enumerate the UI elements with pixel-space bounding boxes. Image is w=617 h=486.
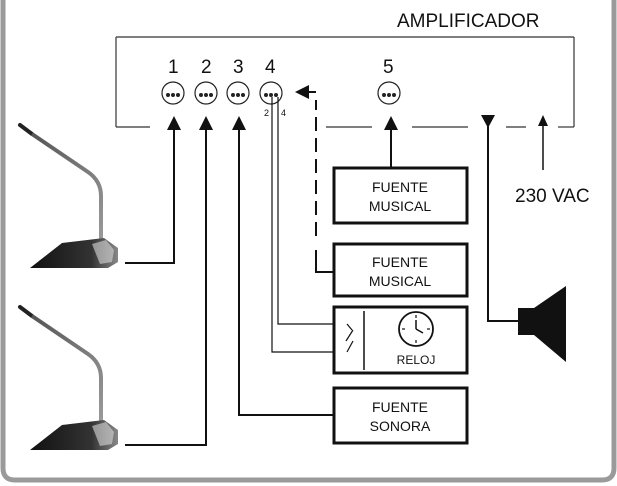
reloj-label: RELOJ (397, 353, 436, 367)
microphone-icon (18, 305, 118, 450)
wire-mic1 (125, 128, 175, 264)
box-label-line2: SONORA (370, 418, 431, 434)
amplifier-title: AMPLIFICADOR (397, 11, 540, 32)
fuente-musical-box-1: FUENTE MUSICAL (332, 166, 469, 225)
switch-icon (345, 323, 354, 353)
microphone-icon (18, 123, 118, 268)
arrow-icon (384, 116, 398, 130)
box-label-line2: MUSICAL (369, 273, 431, 289)
xlr-connector-icon (377, 81, 401, 105)
input-numbers: 1 2 3 4 5 (168, 57, 394, 78)
wire-sonora (238, 128, 334, 416)
wiring (125, 91, 544, 446)
fuente-sonora-box: FUENTE SONORA (332, 386, 469, 445)
clock-wires (271, 97, 347, 353)
wire-musical-2 (315, 250, 334, 273)
wire-speaker (487, 124, 518, 322)
arrow-icon (232, 116, 246, 130)
pin-label-4: 4 (281, 108, 286, 118)
fuente-musical-box-2: FUENTE MUSICAL (332, 242, 469, 298)
xlr-connector-icon (259, 81, 283, 105)
xlr-connector-icon (161, 81, 185, 105)
amplifier-outline (115, 36, 575, 128)
speaker-icon (518, 286, 566, 362)
xlr-connectors (161, 81, 401, 105)
input-number-2: 2 (201, 57, 212, 78)
power-label: 230 VAC (515, 186, 590, 207)
reloj-box: RELOJ (332, 305, 469, 375)
arrow-icon (167, 116, 181, 130)
arrow-icon (481, 115, 495, 128)
box-label-line1: FUENTE (372, 399, 428, 415)
input-number-4: 4 (265, 57, 276, 78)
box-label-line1: FUENTE (372, 254, 428, 270)
arrow-icon (295, 85, 309, 99)
pin-label-2: 2 (264, 108, 269, 118)
box-label-line1: FUENTE (372, 179, 428, 195)
arrow-icon (538, 115, 548, 126)
input-number-5: 5 (383, 57, 394, 78)
clock-icon (398, 311, 434, 347)
box-label-line2: MUSICAL (369, 198, 431, 214)
input-number-1: 1 (168, 57, 179, 78)
wire-mic2 (125, 128, 207, 446)
xlr-connector-icon (226, 81, 250, 105)
input-number-3: 3 (233, 57, 244, 78)
arrow-icon (199, 116, 213, 130)
xlr-connector-icon (194, 81, 218, 105)
arrows (167, 85, 548, 130)
